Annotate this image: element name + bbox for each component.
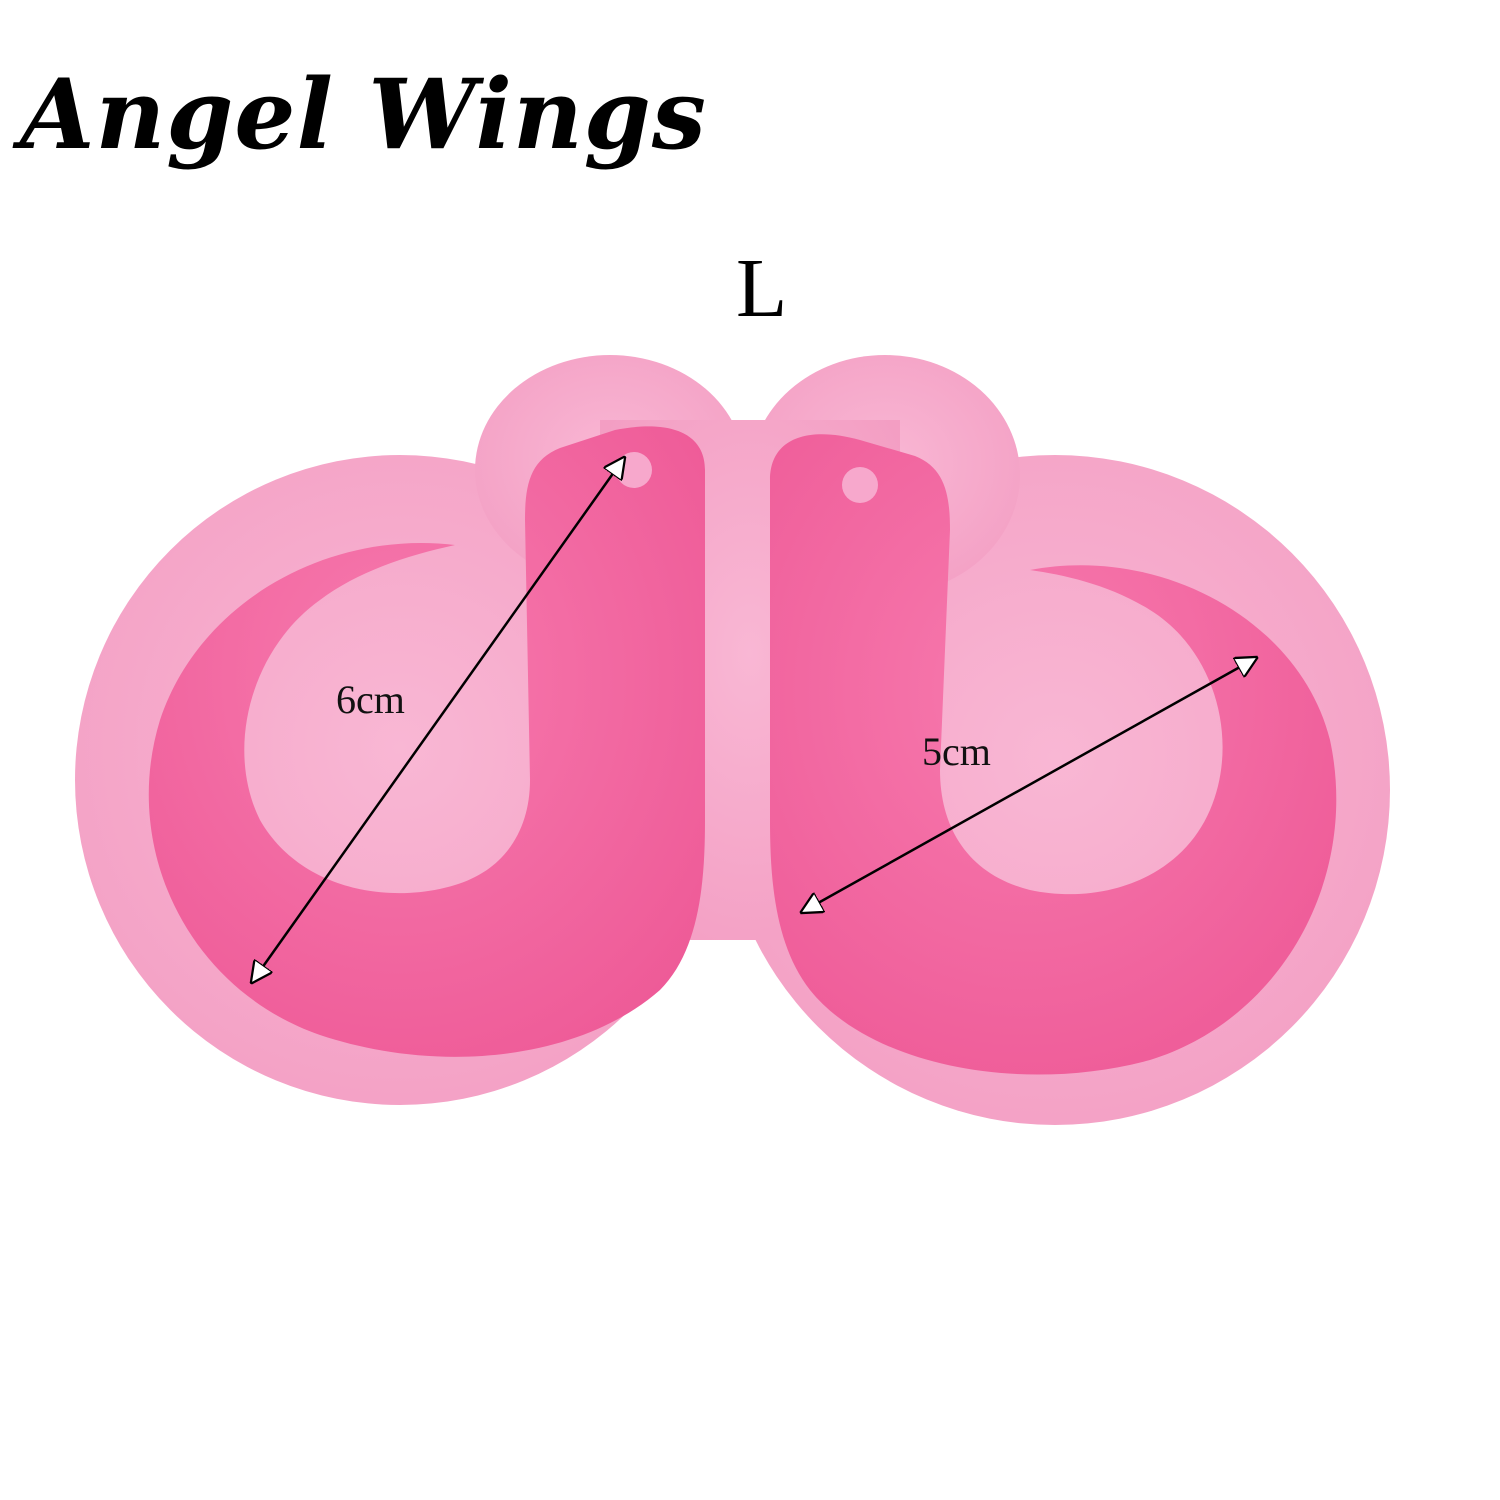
dimension-label-right: 5cm (922, 729, 991, 774)
product-title: Angel Wings (20, 58, 707, 171)
dimension-label-left: 6cm (336, 677, 405, 722)
size-label: L (736, 242, 788, 335)
dimension-arrow-left (252, 458, 624, 982)
right-wing-cavity (770, 434, 1337, 1075)
dimension-arrow-right (802, 658, 1256, 912)
